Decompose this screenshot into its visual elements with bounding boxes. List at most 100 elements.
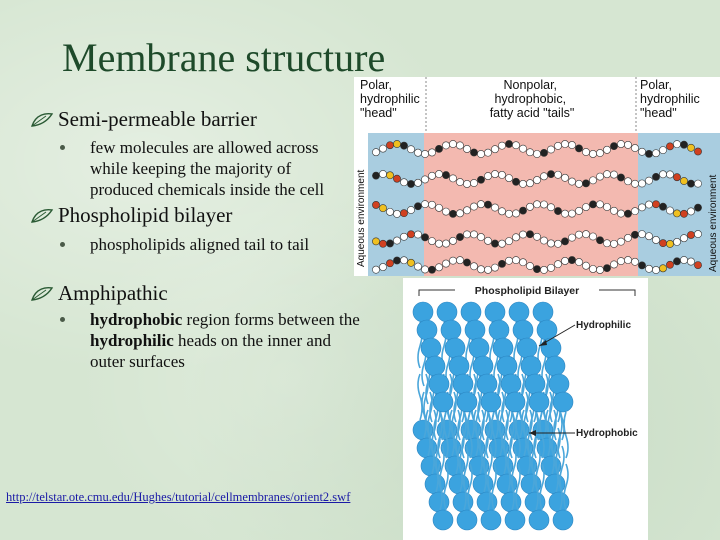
- atom-sphere: [526, 230, 534, 239]
- atom-sphere: [463, 180, 471, 188]
- lipid-tail: [501, 427, 507, 475]
- lipid-tail: [437, 411, 443, 459]
- leaf-bullet-icon: [30, 112, 54, 127]
- atom-sphere: [449, 174, 457, 183]
- atom-sphere: [575, 258, 583, 266]
- label-aqueous-left: Aqueous environment: [356, 169, 367, 267]
- atom-sphere: [428, 148, 436, 157]
- atom-sphere: [540, 148, 548, 157]
- atom-sphere: [603, 239, 611, 248]
- atom-sphere: [694, 203, 702, 212]
- bilayer-molecules: [412, 301, 574, 531]
- atom-sphere: [624, 177, 632, 186]
- atom-sphere: [561, 140, 569, 148]
- label-hydrophobic: Hydrophobic: [576, 428, 638, 439]
- bullet-label: Semi-permeable barrier: [58, 107, 257, 131]
- lipid-head: [532, 301, 554, 323]
- lipid-head: [468, 337, 490, 359]
- lipid-tail: [515, 411, 521, 459]
- lipid-tail: [491, 411, 497, 459]
- lipid-head: [432, 509, 454, 531]
- atom-sphere: [666, 206, 674, 215]
- lipid-tail: [563, 411, 569, 459]
- lipid-head: [528, 509, 550, 531]
- lipid-tail: [481, 445, 487, 493]
- atom-sphere: [589, 176, 597, 185]
- lipid-tail: [461, 411, 467, 459]
- bilayer-title: Phospholipid Bilayer: [475, 285, 579, 297]
- atom-sphere: [638, 203, 646, 212]
- atom-sphere: [498, 239, 506, 248]
- sub-bullet: phospholipids aligned tail to tail: [60, 234, 330, 255]
- label-polar-head-right: Polar, hydrophilic "head": [640, 78, 703, 120]
- atom-sphere: [414, 178, 422, 187]
- lipid-head: [524, 373, 546, 395]
- atom-sphere: [596, 200, 604, 209]
- atom-sphere: [575, 206, 583, 215]
- atom-sphere: [568, 233, 576, 242]
- atom-sphere: [477, 175, 485, 184]
- atom-sphere: [526, 202, 534, 211]
- atom-sphere: [442, 171, 450, 179]
- atom-sphere: [554, 207, 562, 215]
- atom-sphere: [393, 174, 401, 183]
- atom-sphere: [379, 204, 387, 213]
- lipid-head: [492, 337, 514, 359]
- sub-bullet-text: hydrophobic region forms between the hyd…: [60, 309, 360, 372]
- label-line: hydrophilic: [360, 92, 420, 106]
- lipid-head: [512, 319, 534, 341]
- atom-sphere: [673, 257, 681, 266]
- source-link[interactable]: http://telstar.ote.cmu.edu/Hughes/tutori…: [6, 490, 351, 504]
- lipid-tail: [553, 445, 559, 493]
- atom-sphere: [386, 141, 394, 150]
- atom-sphere: [414, 148, 422, 157]
- atom-sphere: [400, 141, 408, 150]
- atom-sphere: [645, 200, 653, 209]
- atom-sphere: [477, 265, 485, 274]
- atom-sphere: [694, 230, 702, 238]
- atom-sphere: [645, 149, 653, 158]
- sub-bullet: few molecules are allowed across while k…: [60, 137, 350, 200]
- atom-sphere: [498, 259, 506, 268]
- atom-sphere: [694, 261, 702, 269]
- atom-sphere: [687, 207, 695, 216]
- atom-sphere: [617, 257, 625, 266]
- atom-sphere: [379, 239, 387, 248]
- lipid-head: [528, 391, 550, 413]
- atom-sphere: [512, 177, 520, 186]
- lipid-head: [520, 355, 542, 377]
- atom-sphere: [379, 263, 387, 271]
- atom-sphere: [547, 239, 555, 248]
- atom-sphere: [673, 209, 681, 218]
- lipid-tail: [477, 427, 483, 475]
- atom-sphere: [498, 207, 506, 216]
- atom-sphere: [687, 231, 695, 239]
- lipid-head: [412, 301, 434, 323]
- atom-sphere: [652, 149, 660, 158]
- lipid-tail: [533, 463, 539, 511]
- lipid-tail: [557, 411, 563, 459]
- lipid-tail: [467, 463, 473, 511]
- atom-sphere: [526, 262, 534, 270]
- atom-sphere: [505, 174, 513, 182]
- lipid-head: [484, 301, 506, 323]
- atom-sphere: [652, 172, 660, 181]
- atom-sphere: [484, 236, 492, 245]
- atom-sphere: [463, 258, 471, 267]
- atom-sphere: [463, 230, 471, 239]
- atom-sphere: [372, 171, 380, 180]
- atom-sphere: [589, 232, 597, 241]
- lipid-tail: [443, 411, 449, 459]
- lipid-tail: [485, 463, 491, 511]
- lipid-tail: [539, 463, 545, 511]
- sub-bullet-dot: [60, 242, 65, 247]
- sub-bullet-text: phospholipids aligned tail to tail: [90, 235, 310, 254]
- atom-sphere: [687, 179, 695, 188]
- atom-sphere: [638, 179, 646, 188]
- atom-sphere: [561, 209, 569, 218]
- atom-sphere: [519, 144, 527, 153]
- atom-sphere: [561, 237, 569, 246]
- lipid-head: [420, 337, 442, 359]
- atom-sphere: [519, 180, 527, 188]
- atom-sphere: [631, 230, 639, 239]
